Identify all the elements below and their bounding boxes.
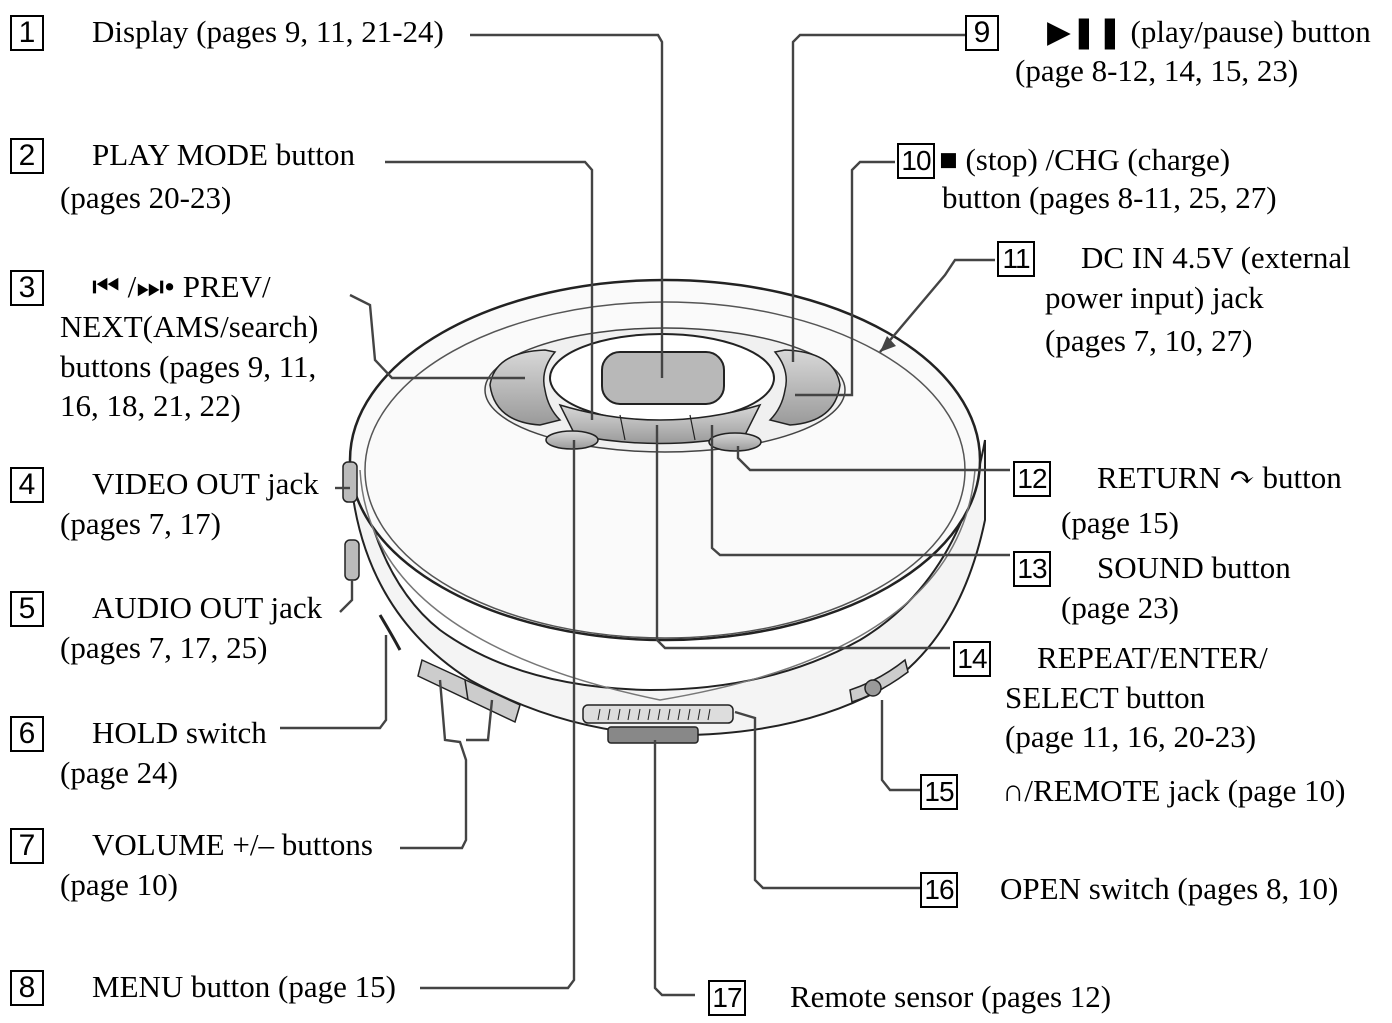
callout-number: 5 <box>10 591 44 627</box>
callout-text: AUDIO OUT jack <box>92 590 323 625</box>
callout-number: 3 <box>10 270 44 306</box>
play-stop-buttons-shape <box>768 349 841 426</box>
callout-text: ▶❚❚ (play/pause) button <box>1047 14 1371 49</box>
callout-text: SELECT button <box>1005 680 1206 715</box>
callout-text: (pages 20-23) <box>60 180 232 215</box>
callout-text: (page 11, 16, 20-23) <box>1005 719 1257 754</box>
callout-text: 16, 18, 21, 22) <box>60 388 241 423</box>
callout-text: RETURN ↷ button <box>1097 460 1342 495</box>
callout-text: Display (pages 9, 11, 21-24) <box>92 14 444 49</box>
callout-text: OPEN switch (pages 8, 10) <box>1000 871 1339 906</box>
audio-out-jack-shape <box>344 539 360 581</box>
callout-number: 6 <box>10 716 44 752</box>
callout-number: 7 <box>10 828 44 864</box>
callout-text: buttons (pages 9, 11, <box>60 349 317 384</box>
volume-buttons-shape <box>417 658 521 724</box>
callout-text: (page 23) <box>1061 590 1179 625</box>
callout-text: (page 10) <box>60 867 178 902</box>
callout-number: 16 <box>920 872 958 908</box>
callout-text: (page 24) <box>60 755 178 790</box>
leader-lines <box>280 33 1010 997</box>
callout-text: DC IN 4.5V (external <box>1081 240 1351 275</box>
callout-text: button (pages 8-11, 25, 27) <box>942 180 1277 215</box>
callout-text: ■ (stop) /CHG (charge) <box>939 142 1231 177</box>
callout-text: HOLD switch <box>92 715 267 750</box>
callout-text: (pages 7, 10, 27) <box>1045 323 1253 358</box>
lower-button-row-shape <box>558 403 762 445</box>
callout-number: 11 <box>997 241 1035 277</box>
callout-number: 4 <box>10 467 44 503</box>
callout-number: 17 <box>708 980 746 1016</box>
callout-number: 10 <box>897 143 935 179</box>
callout-number: 8 <box>10 970 44 1006</box>
callout-text: MENU button (page 15) <box>92 969 396 1004</box>
open-switch-shape <box>582 704 734 724</box>
callout-number: 13 <box>1013 551 1051 587</box>
callout-text: NEXT(AMS/search) <box>60 309 319 344</box>
callout-text: power input) jack <box>1045 280 1264 315</box>
callout-number: 14 <box>953 641 991 677</box>
callout-text: (pages 7, 17) <box>60 506 221 541</box>
callout-text: (page 15) <box>1061 505 1179 540</box>
headphone-jack-shape <box>864 679 882 697</box>
callout-text: (pages 7, 17, 25) <box>60 630 268 665</box>
callout-text: REPEAT/ENTER/ <box>1037 640 1268 675</box>
menu-button-shape <box>545 430 599 450</box>
control-panel <box>484 327 846 453</box>
callout-text: ∩/REMOTE jack (page 10) <box>1002 773 1346 808</box>
callout-text: VIDEO OUT jack <box>92 466 319 501</box>
callout-text: PLAY MODE button <box>92 137 355 172</box>
callout-number: 1 <box>10 15 44 51</box>
hold-switch-shape <box>378 614 402 651</box>
callout-text: SOUND button <box>1097 550 1291 585</box>
callout-number: 12 <box>1013 461 1051 497</box>
callout-number: 9 <box>965 15 999 51</box>
callout-number: 2 <box>10 138 44 174</box>
callout-text: ⏮ /⏭• PREV/ <box>92 269 271 304</box>
remote-sensor-shape <box>607 726 699 744</box>
callout-number: 15 <box>920 774 958 810</box>
callout-text: VOLUME +/– buttons <box>92 827 373 862</box>
callout-text: (page 8-12, 14, 15, 23) <box>1015 53 1299 88</box>
callout-text: Remote sensor (pages 12) <box>790 979 1112 1014</box>
prev-next-buttons-shape <box>489 349 562 426</box>
video-out-jack-shape <box>342 461 358 503</box>
return-button-shape <box>708 432 762 452</box>
